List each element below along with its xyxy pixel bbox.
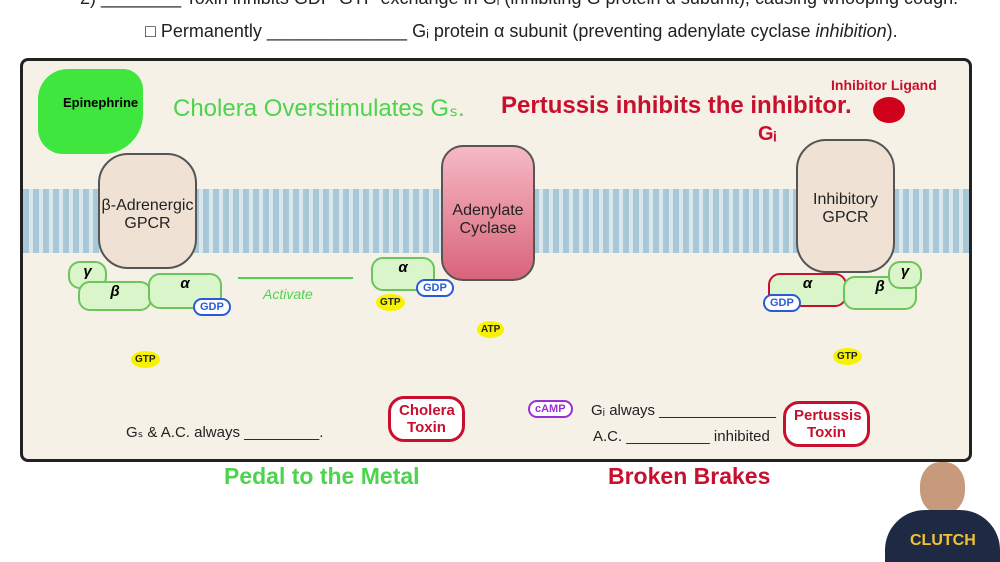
camp-badge: cAMP <box>528 400 573 418</box>
caption-pedal-to-the-metal: Pedal to the Metal <box>224 463 420 489</box>
inhibitor-ligand-label: Inhibitor Ligand <box>831 77 937 93</box>
beta-subunit-left: β <box>78 281 152 311</box>
beta-adrenergic-gpcr: β-Adrenergic GPCR <box>98 153 197 269</box>
activate-arrow <box>238 277 353 279</box>
epinephrine-label: Epinephrine <box>63 95 139 110</box>
notes-line-2: □ Permanently ______________ Gᵢ protein … <box>145 21 898 42</box>
caption-broken-brakes: Broken Brakes <box>608 463 771 489</box>
inhibitor-ligand-dot <box>873 97 905 123</box>
cholera-title: Cholera Overstimulates Gₛ. <box>173 95 465 122</box>
gdp-badge-right: GDP <box>763 294 801 312</box>
clutch-logo: CLUTCH <box>910 532 976 549</box>
gtp-badge-middle: GTP <box>376 294 405 311</box>
alpha-subunit-left: α <box>148 273 222 309</box>
adenylate-cyclase-label: Adenylate Cyclase <box>452 202 524 237</box>
cholera-toxin: Cholera Toxin <box>388 396 465 442</box>
gtp-badge-right: GTP <box>833 348 862 365</box>
notes-line-2-text: □ Permanently ______________ Gᵢ protein … <box>145 21 816 41</box>
presenter-video: CLUTCH <box>885 462 1000 562</box>
presenter-head <box>920 462 965 514</box>
diagram-panel: Epinephrine Cholera Overstimulates Gₛ. P… <box>20 58 972 462</box>
gamma-subunit-right: γ <box>888 261 922 289</box>
inhibitory-gpcr: Inhibitory GPCR <box>796 139 895 273</box>
presenter-shirt <box>885 510 1000 562</box>
inhibitory-gpcr-label: Inhibitory GPCR <box>813 191 878 226</box>
gtp-badge-left: GTP <box>131 351 160 368</box>
gdp-badge-left: GDP <box>193 298 231 316</box>
notes-line-2-italic: inhibition <box>815 21 887 41</box>
notes-line-2-suffix: ). <box>886 21 898 41</box>
alpha-subunit-middle: α <box>371 257 435 291</box>
gi-label: Gᵢ <box>758 123 777 145</box>
gi-blank: Gᵢ always ______________ <box>591 402 777 419</box>
beta-gpcr-label: β-Adrenergic GPCR <box>101 197 194 232</box>
ac-blank: A.C. __________ inhibited <box>593 428 770 445</box>
activate-label: Activate <box>263 286 313 302</box>
pertussis-toxin: Pertussis Toxin <box>783 401 870 447</box>
adenylate-cyclase: Adenylate Cyclase <box>441 145 535 281</box>
gdp-badge-middle: GDP <box>416 279 454 297</box>
epinephrine-blob <box>38 69 143 154</box>
pertussis-title: Pertussis inhibits the inhibitor. <box>501 92 852 119</box>
atp-badge: ATP <box>477 321 505 338</box>
gs-ac-blank: Gₛ & A.C. always _________. <box>126 424 324 441</box>
notes-line-1: 2) ________ Toxin inhibits GDP-GTP excha… <box>80 0 958 9</box>
